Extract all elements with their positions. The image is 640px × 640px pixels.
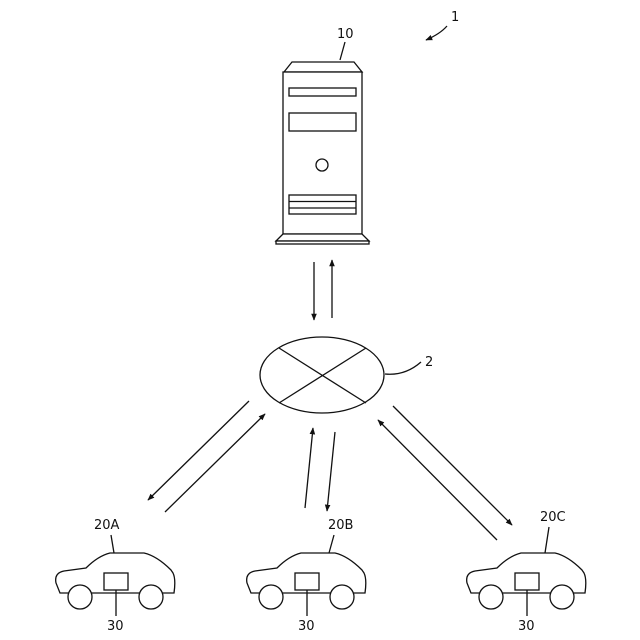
car-wheel-front xyxy=(68,585,92,609)
server-base xyxy=(276,234,369,241)
device-b-label: 30 xyxy=(298,619,315,634)
network-node xyxy=(260,337,384,413)
arrow-network-to-vehicle-a xyxy=(148,401,249,500)
vehicle-c-label: 20C xyxy=(540,510,566,525)
vehicle-b-leader-line xyxy=(329,535,334,553)
system-label: 1 xyxy=(451,10,459,25)
network-label: 2 xyxy=(425,355,433,370)
in-vehicle-device-a xyxy=(104,573,128,590)
server-drive-slot xyxy=(289,88,356,96)
server-plinth xyxy=(276,241,369,244)
arrow-vehicle-c-to-network xyxy=(378,420,497,540)
device-c-label: 30 xyxy=(518,619,535,634)
server-tower xyxy=(276,62,369,244)
server-vent xyxy=(289,195,356,214)
arrow-network-to-vehicle-b xyxy=(327,432,335,511)
server-leader-line xyxy=(340,42,345,60)
car-wheel-rear xyxy=(550,585,574,609)
device-a-label: 30 xyxy=(107,619,124,634)
vehicle-b xyxy=(247,553,366,616)
vehicle-a-label: 20A xyxy=(94,518,120,533)
server-label: 10 xyxy=(337,27,354,42)
in-vehicle-device-b xyxy=(295,573,319,590)
car-wheel-front xyxy=(259,585,283,609)
in-vehicle-device-c xyxy=(515,573,539,590)
car-wheel-rear xyxy=(139,585,163,609)
vehicle-c-leader-line xyxy=(545,527,549,553)
arrow-vehicle-b-to-network xyxy=(305,428,313,508)
server-top xyxy=(284,62,362,72)
vehicle-a-leader-line xyxy=(111,535,114,553)
car-wheel-front xyxy=(479,585,503,609)
car-wheel-rear xyxy=(330,585,354,609)
network-leader-line xyxy=(385,362,421,374)
system-pointer-arrow xyxy=(426,26,447,40)
vehicle-b-label: 20B xyxy=(328,518,353,533)
arrow-network-to-vehicle-c xyxy=(393,406,512,525)
server-bay xyxy=(289,113,356,131)
vehicle-a xyxy=(56,553,175,616)
arrow-vehicle-a-to-network xyxy=(165,414,265,512)
server-power-button xyxy=(316,159,328,171)
vehicle-c xyxy=(467,553,586,616)
